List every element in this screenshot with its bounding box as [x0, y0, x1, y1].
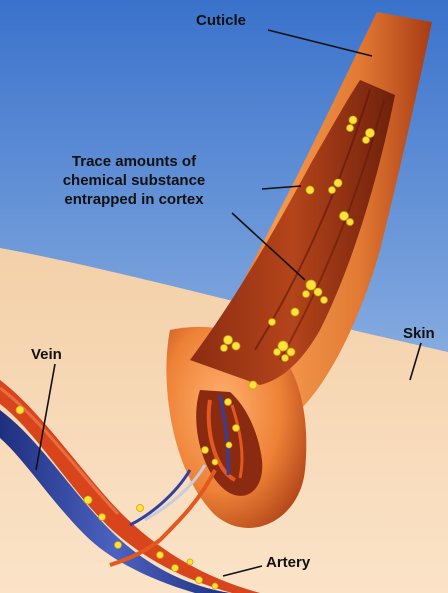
label-skin: Skin — [403, 324, 435, 343]
label-trace-line-2: chemical substance — [36, 171, 232, 190]
label-trace-line-3: entrapped in cortex — [36, 190, 232, 209]
label-trace-line-1: Trace amounts of — [36, 152, 232, 171]
label-cuticle: Cuticle — [196, 11, 246, 30]
label-artery: Artery — [266, 553, 310, 572]
label-vein: Vein — [31, 345, 62, 364]
label-trace-amounts: Trace amounts of chemical substance entr… — [36, 152, 232, 209]
